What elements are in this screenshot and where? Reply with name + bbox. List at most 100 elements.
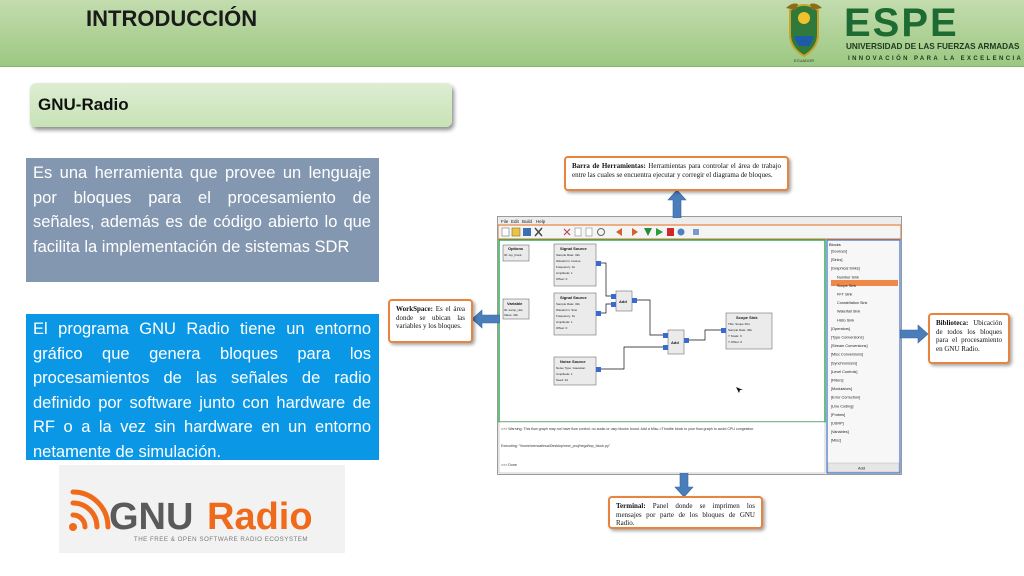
library-item[interactable]: [Sources] [831,250,847,254]
rotate-icon[interactable] [693,229,699,235]
block-variable[interactable] [502,298,530,320]
block-options[interactable] [502,244,530,262]
block-noise-title: Noise Source [560,359,586,364]
library-item[interactable]: [Error Correction] [831,396,860,400]
library-item[interactable]: Scope Sink [837,284,856,288]
close-icon[interactable] [534,227,543,237]
gnuradio-logo: GNU Radio THE FREE & OPEN SOFTWARE RADIO… [59,465,345,553]
library-item[interactable]: [Line Coding] [831,404,853,408]
block-noise-line: Seed: 42 [556,378,568,382]
kill-icon[interactable] [667,228,674,236]
callout-bold: WorkSpace: [396,305,433,313]
library-item[interactable]: Waterfall Sink [837,310,860,314]
undo-icon[interactable] [616,228,622,236]
library-item[interactable]: [Misc] [831,439,841,443]
callout-text: Herramientas para controlar el área de t… [572,162,781,179]
library-item[interactable]: [Modulators] [831,387,852,391]
callout-text: Es el área donde se ubican las variables… [396,305,465,331]
block-signal1-line: Sample Rate: 32k [556,253,580,257]
gnuradio-companion-screenshot: File Edit Build Help Options ID: to [497,216,902,475]
terminal-line: >>> Done [501,463,517,467]
block-signal1-line: Offset: 0 [556,277,568,281]
toolbar-callout: Barra de Herramientas: Herramientas para… [564,156,789,191]
library-item[interactable]: [Stream Conversions] [831,344,868,348]
library-item[interactable]: [Level Controls] [831,370,857,374]
library-item[interactable]: [Variables] [831,430,849,434]
block-add2-title: Add [671,340,679,345]
block-signal2-line: Sample Rate: 32k [556,302,580,306]
workspace-callout: WorkSpace: Es el área donde se ubican la… [388,299,473,343]
block-signal-source-1[interactable] [553,243,597,287]
search-icon[interactable] [677,228,685,236]
delete-icon[interactable] [597,228,605,236]
execute-icon[interactable] [656,228,663,236]
library-item[interactable]: [Operators] [831,327,850,331]
block-signal1-line: Waveform: Cosine [556,259,581,263]
menu-help[interactable]: Help [536,219,546,224]
redo-icon[interactable] [632,228,638,236]
section-heading: GNU-Radio [38,95,129,114]
callout-text: Ubicación de todos los bloques para el p… [936,319,1002,353]
library-item[interactable]: [Type Conversions] [831,336,864,340]
block-variable-line: Value: 32k [504,313,518,317]
section-heading-box: GNU-Radio [30,83,452,127]
library-tree: [Sources] [Sinks] [Graphical Sinks] Number … [831,250,868,443]
university-name: UNIVERSIDAD DE LAS FUERZAS ARMADAS [846,42,1020,51]
library-item[interactable]: [Sinks] [831,258,842,262]
library-item[interactable]: [Graphical Sinks] [831,267,860,271]
block-scope-line: Y Scale: 0 [728,334,742,338]
library-add-button[interactable] [827,462,900,473]
block-signal-source-2[interactable] [553,292,597,336]
menu-build[interactable]: Build [522,219,533,224]
library-item[interactable]: [Misc Conversions] [831,353,863,357]
espe-shield-icon [786,3,822,58]
terminal-line: Executing: "/home/wencaliesa/Desktop/new… [501,444,611,448]
block-signal2-line: Offset: 0 [556,326,568,330]
save-icon[interactable] [523,228,531,236]
block-signal1-line: Frequency: 1k [556,265,576,269]
menu-edit[interactable]: Edit [511,219,520,224]
callout-bold: Terminal: [616,502,646,510]
toolbar [497,224,902,240]
environment-paragraph: El programa GNU Radio tiene un entorno g… [26,314,379,461]
menu-file[interactable]: File [501,219,509,224]
library-item[interactable]: [Synchronizers] [831,361,857,365]
paste-icon[interactable] [585,227,593,237]
open-folder-icon[interactable] [511,227,521,237]
block-ports [596,261,726,372]
slide-title: INTRODUCCIÓN [86,6,258,31]
new-file-icon[interactable] [501,227,510,237]
radio-waves-icon [69,489,111,531]
cut-icon[interactable] [563,228,571,236]
library-item[interactable]: FFT Sink [837,293,852,297]
block-options-line: ID: top_block [504,253,522,257]
radio-wordmark: Radio [207,496,313,538]
library-item[interactable]: Number Sink [837,275,859,279]
slide-header: INTRODUCCIÓN ECUADOR ESPE UNIVERSIDAD DE… [0,0,1024,67]
generate-icon[interactable] [644,228,652,236]
library-item[interactable]: [USRP] [831,422,844,426]
library-arrow-icon [900,324,928,344]
gnu-wordmark: GNU [109,496,193,538]
library-item[interactable]: Histo Sink [837,318,854,322]
block-signal2-line: Waveform: Sine [556,308,578,312]
library-callout: Biblioteca: Ubicación de todos los bloqu… [928,313,1010,364]
block-connections [601,262,721,370]
copy-icon[interactable] [574,227,582,237]
block-signal2-line: Frequency: 1k [556,314,576,318]
block-noise-source[interactable] [553,356,597,386]
block-signal1-title: Signal Source [560,246,587,251]
block-signal1-line: Amplitude: 1 [556,271,573,275]
callout-text: Panel donde se imprimen los mensajes por… [616,502,755,528]
espe-wordmark: ESPE [844,1,959,45]
library-item[interactable]: [Filters] [831,379,843,383]
block-noise-line: Noise Type: Gaussian [556,366,586,370]
workspace[interactable] [498,239,826,423]
block-library[interactable] [826,239,901,474]
gnuradio-tagline: THE FREE & OPEN SOFTWARE RADIO ECOSYSTEM [134,536,308,543]
library-item[interactable]: [Probes] [831,413,845,417]
library-item[interactable]: Constellation Sink [837,301,867,305]
library-header: Blocks [829,242,841,247]
mouse-pointer-icon [736,387,743,393]
description-paragraph: Es una herramienta que provee un lenguaj… [26,158,379,282]
